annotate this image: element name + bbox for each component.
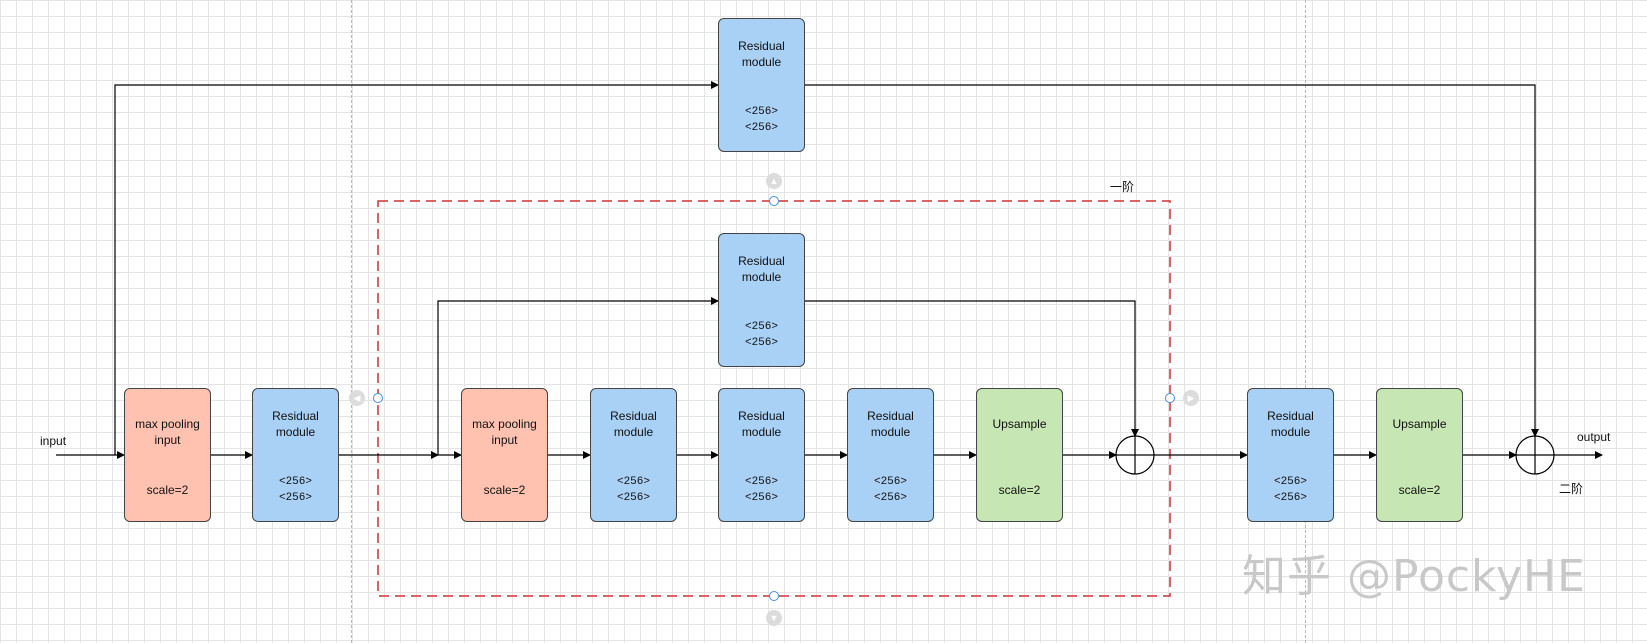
node-spec-2: <256> (1273, 492, 1307, 504)
residual-inner-skip-node[interactable]: Residual module <256> <256> (718, 233, 805, 367)
node-title: max pooling input (472, 417, 537, 447)
node-spec-2: <256> (616, 492, 650, 504)
inner-sum-node[interactable] (1115, 435, 1155, 475)
boundary-handle-right[interactable] (1165, 393, 1175, 403)
order-2-label: 二阶 (1559, 482, 1584, 496)
node-detail: scale=2 (1398, 483, 1441, 497)
residual-inner-2-node[interactable]: Residual module <256> <256> (718, 388, 805, 522)
node-title: Residual module (1267, 409, 1314, 439)
node-spec-2: <256> (873, 492, 907, 504)
node-spec-1: <256> (616, 476, 650, 488)
node-title: Residual module (867, 409, 914, 439)
watermark: 知乎 @PockyHE (1242, 551, 1586, 602)
residual-outer-out-node[interactable]: Residual module <256> <256> (1247, 388, 1334, 522)
residual-top-skip-node[interactable]: Residual module <256> <256> (718, 18, 805, 152)
edge-inner-skip-residual-to-sum[interactable] (805, 300, 1139, 437)
expand-right-arrow-icon[interactable]: ▶ (1183, 390, 1199, 406)
node-spec-2: <256> (744, 492, 778, 504)
expand-down-arrow-icon[interactable]: ▼ (766, 610, 782, 626)
node-title: Residual module (610, 409, 657, 439)
node-title: Residual module (738, 39, 785, 69)
edge-outer-skip-to-top-residual[interactable] (114, 81, 719, 455)
node-title: Upsample (992, 417, 1047, 431)
residual-inner-3-node[interactable]: Residual module <256> <256> (847, 388, 934, 522)
boundary-handle-left[interactable] (373, 393, 383, 403)
page-guide-left (351, 0, 352, 643)
edge-top-residual-to-final-sum[interactable] (805, 84, 1539, 437)
node-detail: scale=2 (483, 483, 526, 497)
node-title: Upsample (1392, 417, 1447, 431)
max-pooling-outer-node[interactable]: max pooling input scale=2 (124, 388, 211, 522)
node-title: Residual module (738, 409, 785, 439)
node-spec-2: <256> (278, 492, 312, 504)
expand-left-arrow-icon[interactable]: ◀ (349, 390, 365, 406)
node-title: Residual module (272, 409, 319, 439)
page-guide-right (1305, 0, 1306, 643)
node-spec-1: <256> (873, 476, 907, 488)
node-spec-1: <256> (744, 106, 778, 118)
node-spec-1: <256> (744, 476, 778, 488)
upsample-inner-node[interactable]: Upsample scale=2 (976, 388, 1063, 522)
expand-up-arrow-icon[interactable]: ▲ (766, 173, 782, 189)
node-title: max pooling input (135, 417, 200, 447)
node-spec-1: <256> (278, 476, 312, 488)
boundary-handle-bottom[interactable] (769, 591, 779, 601)
upsample-outer-node[interactable]: Upsample scale=2 (1376, 388, 1463, 522)
input-label: input (40, 434, 67, 448)
residual-inner-1-node[interactable]: Residual module <256> <256> (590, 388, 677, 522)
node-detail: scale=2 (998, 483, 1041, 497)
order-1-label: 一阶 (1110, 180, 1135, 194)
node-detail: scale=2 (146, 483, 189, 497)
node-spec-2: <256> (744, 122, 778, 134)
node-spec-1: <256> (744, 321, 778, 333)
final-sum-node[interactable] (1515, 435, 1555, 475)
node-title: Residual module (738, 254, 785, 284)
max-pooling-inner-node[interactable]: max pooling input scale=2 (461, 388, 548, 522)
node-spec-2: <256> (744, 337, 778, 349)
edge-inner-skip-to-residual[interactable] (437, 297, 719, 455)
residual-outer-in-node[interactable]: Residual module <256> <256> (252, 388, 339, 522)
node-spec-1: <256> (1273, 476, 1307, 488)
boundary-handle-top[interactable] (769, 196, 779, 206)
output-label: output (1577, 430, 1611, 444)
